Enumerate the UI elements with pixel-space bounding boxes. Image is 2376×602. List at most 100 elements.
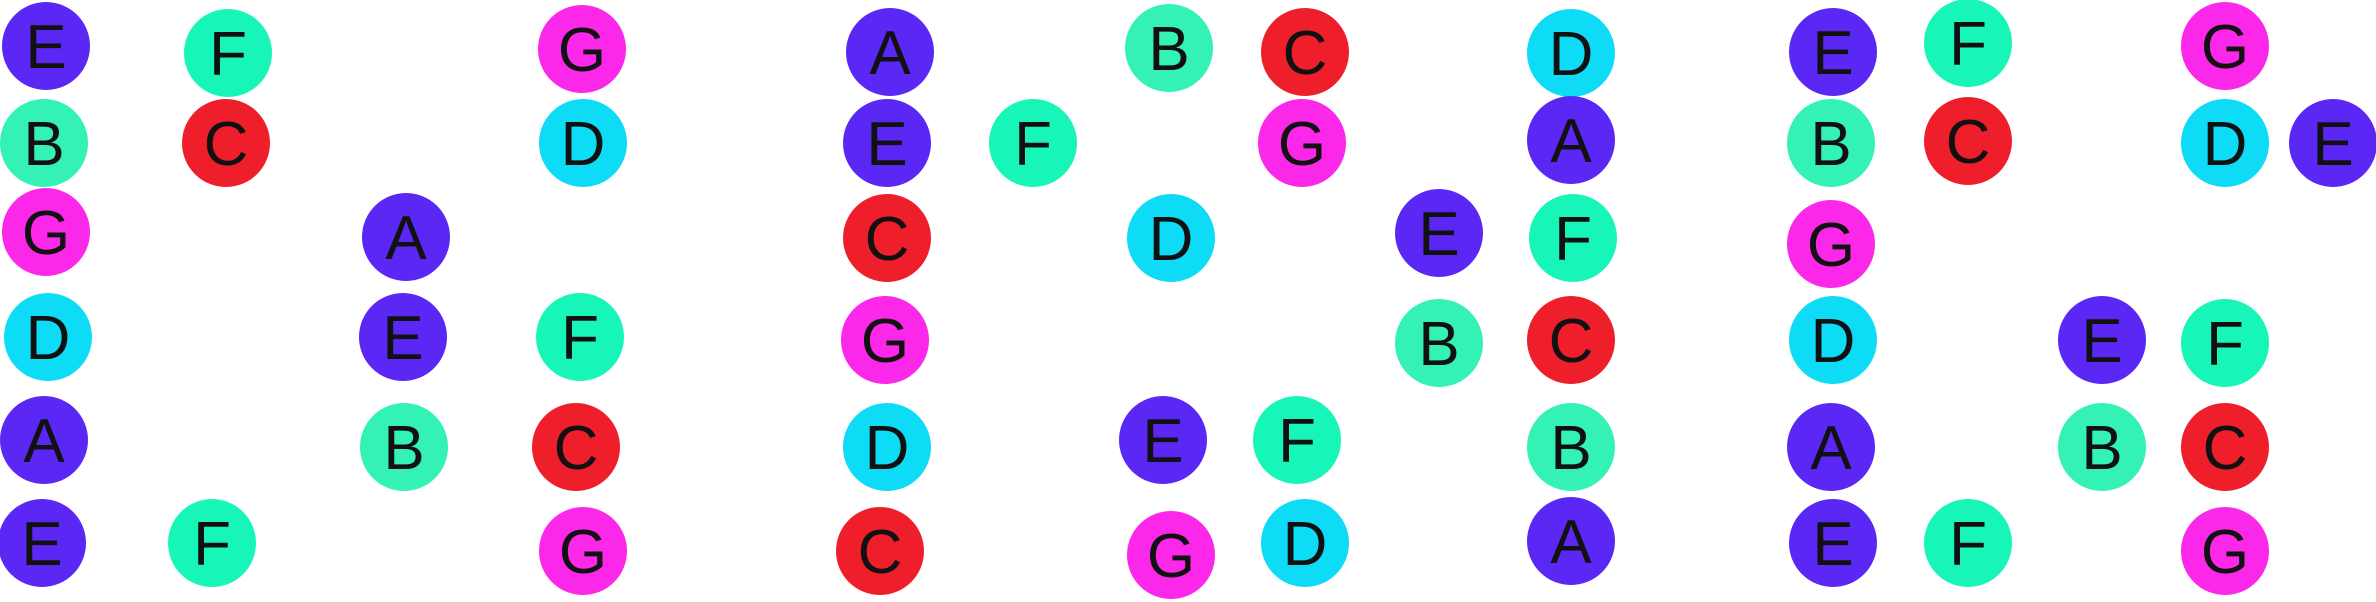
note-circle: C (836, 507, 924, 595)
note-circle: D (4, 293, 92, 381)
note-label: E (866, 110, 908, 179)
note-circle: G (1127, 511, 1215, 599)
note-circle: D (539, 99, 627, 187)
note-circle: D (1527, 9, 1615, 97)
note-circle: G (2181, 2, 2269, 90)
note-circle: E (1789, 499, 1877, 587)
note-circle: B (2058, 403, 2146, 491)
note-label: C (203, 110, 249, 179)
note-label: D (1282, 510, 1328, 579)
note-circle: G (1787, 200, 1875, 288)
note-circle: A (1527, 96, 1615, 184)
note-circle: C (843, 194, 931, 282)
note-label: E (25, 13, 67, 82)
note-circle: B (1787, 99, 1875, 187)
note-label: C (553, 414, 599, 483)
note-circle: E (843, 99, 931, 187)
note-circle: B (360, 403, 448, 491)
note-label: F (1949, 10, 1987, 79)
note-label: G (2200, 13, 2250, 82)
note-circle: C (1527, 296, 1615, 384)
note-label: E (2081, 307, 2123, 376)
note-circle: A (362, 193, 450, 281)
note-label: E (1418, 200, 1460, 269)
note-label: D (2202, 110, 2248, 179)
note-circle: E (2058, 296, 2146, 384)
note-circle: G (538, 5, 626, 93)
note-circle: C (1261, 8, 1349, 96)
note-label: G (1146, 522, 1196, 591)
note-circle: F (1924, 499, 2012, 587)
note-label: C (2202, 414, 2248, 483)
note-label: E (1142, 407, 1184, 476)
note-circle: G (2181, 507, 2269, 595)
note-label: G (2200, 518, 2250, 587)
note-circle: D (843, 403, 931, 491)
note-label: D (25, 304, 71, 373)
note-label: B (1418, 310, 1460, 379)
note-label: B (1550, 414, 1592, 483)
note-label: C (864, 205, 910, 274)
note-label: B (23, 110, 65, 179)
note-circle: G (1258, 99, 1346, 187)
note-label: F (1278, 407, 1316, 476)
note-label: D (560, 110, 606, 179)
note-label: E (1812, 510, 1854, 579)
note-circle: F (1253, 396, 1341, 484)
note-circle: F (168, 499, 256, 587)
note-label: E (382, 304, 424, 373)
note-circle: E (1789, 8, 1877, 96)
note-label: A (385, 204, 427, 273)
note-label: G (557, 16, 607, 85)
note-circle: F (184, 9, 272, 97)
note-label: B (383, 414, 425, 483)
note-circle: A (1527, 497, 1615, 585)
note-label: F (2206, 310, 2244, 379)
note-circle: A (1787, 403, 1875, 491)
note-label: B (1810, 110, 1852, 179)
note-circle: E (2, 2, 90, 90)
note-circle: D (1789, 296, 1877, 384)
note-circle: F (536, 293, 624, 381)
note-label: A (23, 407, 65, 476)
note-label: G (1277, 110, 1327, 179)
note-label: F (561, 304, 599, 373)
note-label: E (2312, 110, 2354, 179)
note-circle: B (1395, 299, 1483, 387)
note-circle: A (0, 396, 88, 484)
note-circle: F (1529, 194, 1617, 282)
note-label: F (1554, 205, 1592, 274)
note-circle: G (841, 296, 929, 384)
note-circle: D (2181, 99, 2269, 187)
note-label: E (1812, 19, 1854, 88)
note-label: C (1282, 19, 1328, 88)
note-circle: C (532, 403, 620, 491)
note-circle: F (2181, 299, 2269, 387)
note-label: C (1548, 307, 1594, 376)
note-circle: D (1127, 194, 1215, 282)
note-circle: E (0, 499, 86, 587)
note-circle: G (539, 507, 627, 595)
note-circle: B (1527, 403, 1615, 491)
note-label: F (1949, 510, 1987, 579)
note-label: G (860, 307, 910, 376)
note-label: B (2081, 414, 2123, 483)
note-label: G (21, 199, 71, 268)
note-label: E (21, 510, 63, 579)
note-label: C (1945, 108, 1991, 177)
note-label: A (869, 19, 911, 88)
note-circle: E (1395, 189, 1483, 277)
note-circle: F (1924, 0, 2012, 87)
note-label: A (1550, 107, 1592, 176)
note-circle: E (2289, 99, 2376, 187)
note-label: B (1148, 15, 1190, 84)
note-label: F (1014, 110, 1052, 179)
note-label: F (193, 510, 231, 579)
note-label: C (857, 518, 903, 587)
note-label: A (1810, 414, 1852, 483)
note-label: G (1806, 211, 1856, 280)
note-circle: F (989, 99, 1077, 187)
note-label: D (1548, 20, 1594, 89)
note-circle: D (1261, 499, 1349, 587)
note-label: G (558, 518, 608, 587)
